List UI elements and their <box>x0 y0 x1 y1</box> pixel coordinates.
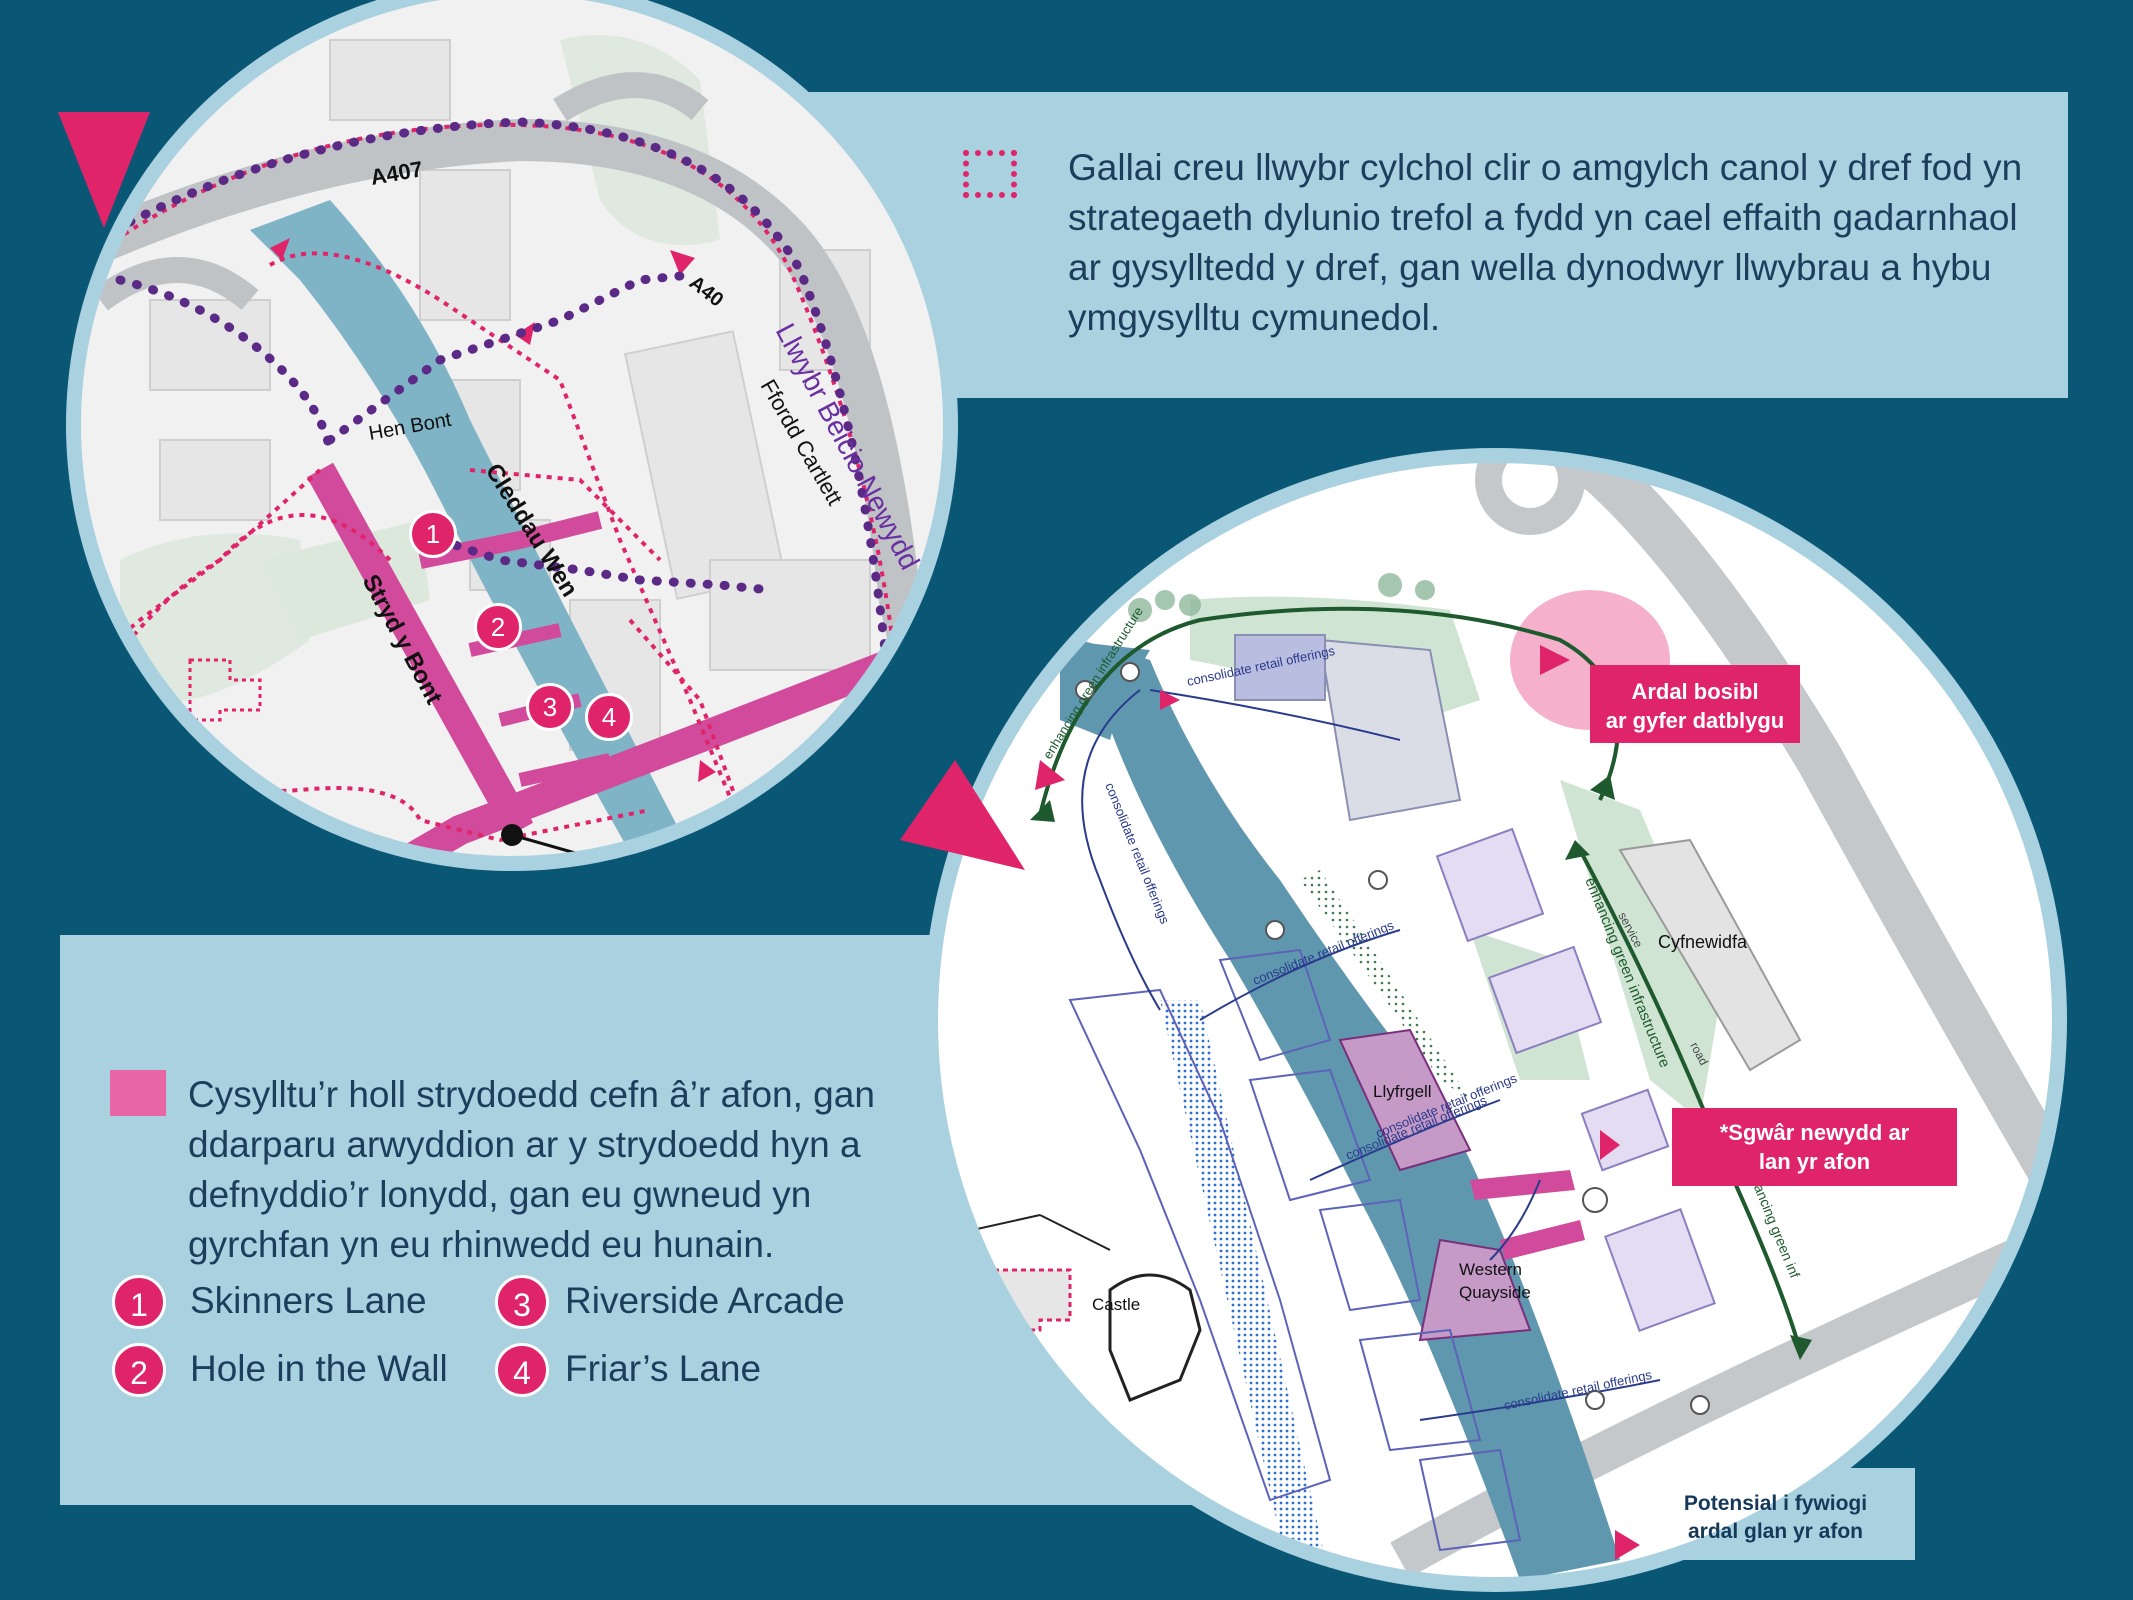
new-square-callout: *Sgwâr newydd ar lan yr afon <box>1672 1108 1957 1186</box>
development-area-callout: Ardal bosibl ar gyfer datblygu <box>1590 665 1800 743</box>
lane-number-3: 3 <box>495 1275 549 1329</box>
map-marker-1: 1 <box>409 510 457 558</box>
label-western-line1: Western <box>1459 1260 1522 1279</box>
square-callout-line1: *Sgwâr newydd ar <box>1719 1120 1910 1145</box>
potential-callout: Potensial i fywiogi ardal glan yr afon <box>1648 1490 1903 1546</box>
lane-name-4: Friar’s Lane <box>565 1348 762 1389</box>
left-map: A407 A40 Llwybr Beicio Newydd Ffordd Car… <box>80 0 944 933</box>
label-castle: Castle <box>1092 1295 1140 1314</box>
lane-name-3: Riverside Arcade <box>565 1280 845 1321</box>
development-callout-line1: Ardal bosibl <box>1631 679 1759 704</box>
label-llyfrgell: Llyfrgell <box>1373 1082 1432 1101</box>
map-marker-2: 2 <box>474 603 522 651</box>
back-streets-description: Cysylltu’r holl strydoedd cefn â’r afon,… <box>188 1074 875 1265</box>
map-marker-3: 3 <box>526 683 574 731</box>
square-callout-line2: lan yr afon <box>1758 1149 1871 1174</box>
lane-number-1: 1 <box>112 1275 166 1329</box>
pink-arrow-top-left <box>58 112 150 228</box>
potential-callout-line2: ardal glan yr afon <box>1687 1520 1864 1543</box>
label-stryd-fawr: Stryd Fawr <box>309 858 433 933</box>
label-cyfnewidfa: Cyfnewidfa <box>1658 932 1748 952</box>
top-info-panel <box>770 92 2068 398</box>
lane-number-4: 4 <box>495 1343 549 1397</box>
pink-arrow-middle <box>900 760 1025 870</box>
map-marker-4: 4 <box>585 693 633 741</box>
lane-name-1: Skinners Lane <box>190 1280 427 1321</box>
label-sgwar-line2: Castell <box>587 864 663 916</box>
back-streets-legend-swatch <box>110 1070 166 1116</box>
loop-route-description: Gallai creu llwybr cylchol clir o amgylc… <box>1068 147 2023 338</box>
lane-name-2: Hole in the Wall <box>190 1348 448 1389</box>
potential-callout-line1: Potensial i fywiogi <box>1683 1492 1868 1515</box>
right-map: enhancing green infrastructure enhancing… <box>935 460 2055 1580</box>
development-callout-line2: ar gyfer datblygu <box>1605 708 1785 733</box>
lane-number-2: 2 <box>112 1343 166 1397</box>
label-western-line2: Quayside <box>1459 1283 1531 1302</box>
loop-route-legend-icon <box>963 150 1017 198</box>
